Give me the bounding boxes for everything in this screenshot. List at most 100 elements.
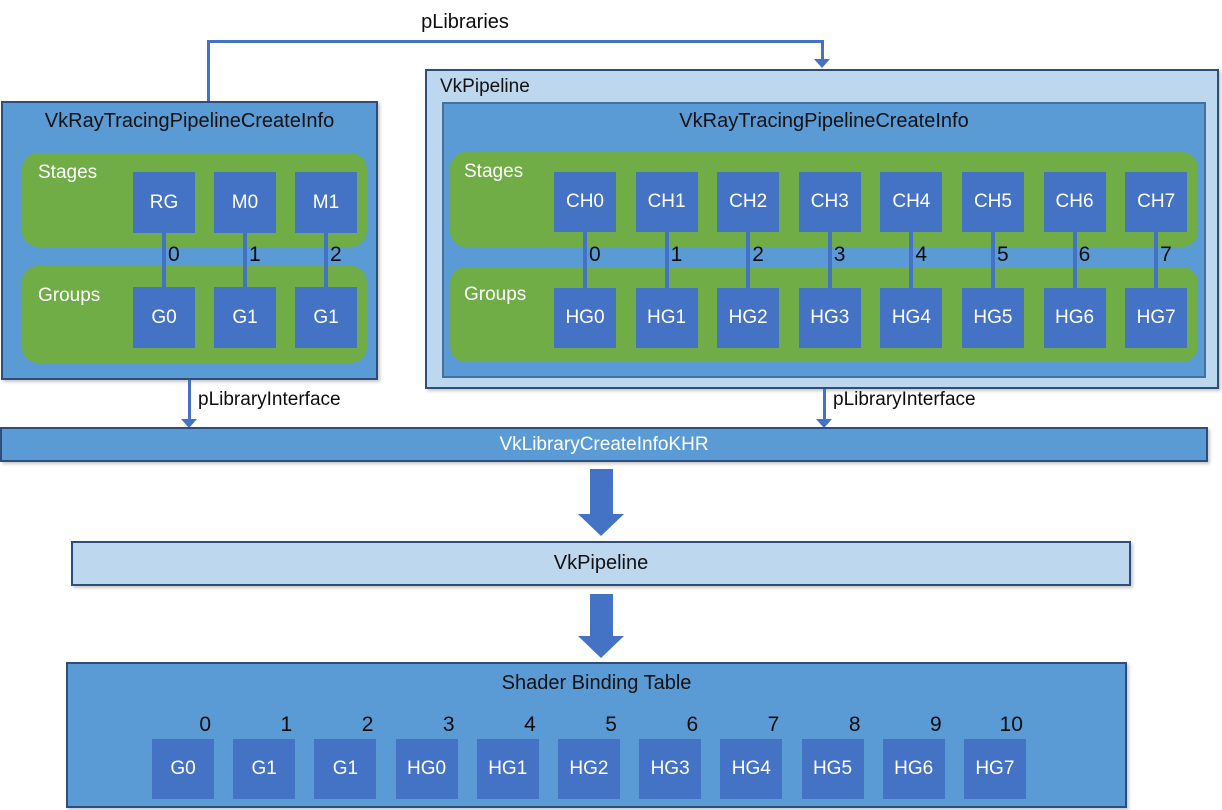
connector-line bbox=[990, 232, 995, 290]
right-vkpipeline-label: VkPipeline bbox=[440, 76, 530, 97]
right-groups-label: Groups bbox=[464, 284, 527, 305]
vkpipeline-result-bar: VkPipeline bbox=[71, 541, 1131, 586]
group-square: G1 bbox=[214, 287, 276, 348]
index-connector: 4 bbox=[880, 232, 942, 290]
library-interface-arrow-right bbox=[823, 389, 826, 421]
index-connector: 5 bbox=[962, 232, 1024, 290]
stage-square: CH6 bbox=[1043, 172, 1106, 232]
flow-arrow-down-icon bbox=[578, 594, 624, 658]
library-interface-label-left: pLibraryInterface bbox=[198, 389, 341, 410]
library-createinfo-bar: VkLibraryCreateInfoKHR bbox=[0, 427, 1208, 462]
sbt-entry-square: HG4 bbox=[720, 739, 783, 799]
arrow-stem bbox=[589, 594, 613, 636]
stage-square: CH3 bbox=[798, 172, 861, 232]
sbt-index-label: 6 bbox=[686, 713, 699, 736]
left-stages-label: Stages bbox=[38, 162, 98, 183]
group-square: G1 bbox=[295, 287, 357, 348]
plibraries-arrow-right-segment bbox=[821, 40, 824, 60]
plibraries-arrow-left-segment bbox=[207, 40, 210, 101]
connector-line bbox=[243, 232, 247, 290]
sbt-entry-square: G1 bbox=[314, 739, 377, 799]
stage-square: CH7 bbox=[1125, 172, 1188, 232]
stage-square: CH5 bbox=[961, 172, 1024, 232]
group-square: HG3 bbox=[798, 288, 861, 348]
sbt-entry-square: HG3 bbox=[639, 739, 702, 799]
library-interface-arrowhead-left-icon bbox=[181, 419, 197, 428]
right-stages-label: Stages bbox=[464, 161, 524, 182]
index-connector: 2 bbox=[295, 232, 357, 290]
stage-square: CH0 bbox=[554, 172, 616, 232]
stage-square: RG bbox=[133, 172, 195, 233]
sbt-index-label: 7 bbox=[767, 713, 780, 736]
sbt-entry-square: HG5 bbox=[801, 739, 864, 799]
sbt-index-label: 3 bbox=[442, 713, 455, 736]
sbt-index-label: 0 bbox=[199, 713, 211, 736]
sbt-index-label: 8 bbox=[848, 713, 861, 736]
arrow-head bbox=[578, 514, 624, 536]
index-connector: 2 bbox=[717, 232, 779, 290]
group-index-label: 0 bbox=[168, 243, 180, 266]
right-raytracing-createinfo-box: VkRayTracingPipelineCreateInfo Stages Gr… bbox=[442, 102, 1206, 378]
group-index-label: 2 bbox=[752, 243, 764, 266]
connector-line bbox=[1072, 232, 1077, 290]
left-box-title: VkRayTracingPipelineCreateInfo bbox=[44, 110, 335, 132]
sbt-entry-square: G1 bbox=[233, 739, 296, 799]
connector-line bbox=[583, 232, 587, 290]
sbt-index-label: 9 bbox=[930, 713, 942, 736]
right-group-squares-row: HG0 HG1 HG2 HG3 HG4 HG5 HG6 HG7 bbox=[554, 288, 1188, 348]
sbt-entry-square: HG0 bbox=[395, 739, 458, 799]
group-square: HG0 bbox=[554, 288, 616, 348]
connector-line bbox=[827, 232, 832, 290]
flow-arrow-down-icon bbox=[578, 469, 624, 536]
group-square: HG4 bbox=[880, 288, 943, 348]
arrow-head bbox=[578, 636, 624, 658]
right-vkpipeline-box: VkPipeline VkRayTracingPipelineCreateInf… bbox=[425, 69, 1219, 389]
sbt-entry-square: G0 bbox=[152, 739, 214, 799]
left-stage-squares-row: RG M0 M1 bbox=[133, 172, 357, 233]
group-square: HG1 bbox=[635, 288, 698, 348]
group-square: HG7 bbox=[1125, 288, 1188, 348]
connector-line bbox=[162, 232, 166, 290]
index-connector: 1 bbox=[214, 232, 276, 290]
index-connector: 3 bbox=[799, 232, 861, 290]
sbt-title: Shader Binding Table bbox=[501, 672, 692, 694]
group-index-label: 2 bbox=[330, 243, 342, 266]
group-index-label: 1 bbox=[670, 243, 683, 266]
sbt-entry-square: HG1 bbox=[476, 739, 539, 799]
library-interface-arrow-left bbox=[188, 380, 191, 421]
group-index-label: 5 bbox=[996, 243, 1009, 266]
connector-line bbox=[746, 232, 751, 290]
group-index-label: 1 bbox=[249, 243, 261, 266]
group-square: HG5 bbox=[961, 288, 1024, 348]
group-index-label: 7 bbox=[1160, 243, 1172, 266]
group-square: HG2 bbox=[717, 288, 780, 348]
sbt-index-label: 4 bbox=[524, 713, 536, 736]
connector-line bbox=[664, 232, 669, 290]
group-index-label: 4 bbox=[915, 243, 928, 266]
group-square: HG6 bbox=[1043, 288, 1106, 348]
left-index-connector-row: 0 1 2 bbox=[133, 232, 357, 290]
index-connector: 6 bbox=[1044, 232, 1106, 290]
plibraries-arrow-horizontal-line bbox=[207, 40, 824, 43]
library-interface-label-right: pLibraryInterface bbox=[833, 389, 976, 410]
group-index-label: 0 bbox=[589, 243, 601, 266]
index-connector: 0 bbox=[554, 232, 616, 290]
sbt-index-label: 2 bbox=[361, 713, 374, 736]
library-interface-arrowhead-right-icon bbox=[816, 419, 832, 428]
stage-square: M0 bbox=[214, 172, 276, 233]
sbt-index-label: 10 bbox=[999, 713, 1023, 736]
stage-square: CH1 bbox=[635, 172, 698, 232]
left-groups-label: Groups bbox=[38, 285, 101, 306]
sbt-entry-square: HG2 bbox=[557, 739, 620, 799]
stage-square: M1 bbox=[295, 172, 357, 233]
connector-line bbox=[909, 232, 914, 290]
sbt-index-label: 1 bbox=[280, 713, 293, 736]
index-connector: 1 bbox=[636, 232, 698, 290]
sbt-entry-square: HG6 bbox=[882, 739, 945, 799]
left-group-squares-row: G0 G1 G1 bbox=[133, 287, 357, 348]
group-square: G0 bbox=[133, 287, 195, 348]
